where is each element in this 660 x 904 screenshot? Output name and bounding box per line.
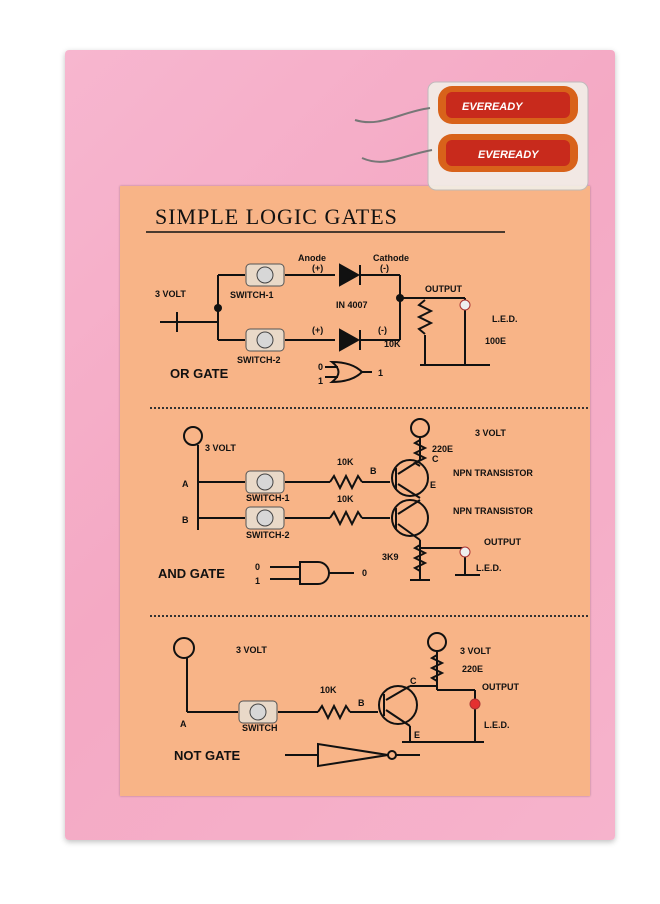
or-minus-top: (-) bbox=[380, 263, 389, 273]
and-voltage-right: 3 VOLT bbox=[475, 428, 506, 438]
or-gate-output: 1 bbox=[378, 368, 383, 378]
battery-brand-top: EVEREADY bbox=[462, 101, 524, 113]
battery-holder: EVEREADY EVEREADY bbox=[354, 81, 589, 191]
not-gate-label: NOT GATE bbox=[174, 748, 241, 763]
and-input-b: B bbox=[182, 515, 189, 525]
and-input-a: A bbox=[182, 479, 189, 489]
or-gate-switches bbox=[214, 263, 471, 352]
and-switch2: SWITCH-2 bbox=[246, 530, 290, 540]
and-transistor2: NPN TRANSISTOR bbox=[453, 506, 533, 516]
or-anode: Anode bbox=[298, 253, 326, 263]
or-cathode: Cathode bbox=[373, 253, 409, 263]
or-input-bottom: 1 bbox=[318, 376, 323, 386]
and-emitter: E bbox=[430, 480, 436, 490]
or-input-top: 0 bbox=[318, 362, 323, 372]
or-gate-circuit bbox=[160, 263, 490, 366]
or-plus-bottom: (+) bbox=[312, 325, 323, 335]
and-led: L.E.D. bbox=[476, 563, 502, 573]
not-voltage-left: 3 VOLT bbox=[236, 645, 267, 655]
page-title: SIMPLE LOGIC GATES bbox=[155, 204, 398, 229]
and-transistor1: NPN TRANSISTOR bbox=[453, 468, 533, 478]
and-gate-symbol bbox=[270, 561, 354, 585]
not-emitter: E bbox=[414, 730, 420, 740]
not-gate-switch bbox=[238, 698, 481, 724]
and-collector: C bbox=[432, 454, 439, 464]
or-resistor-led: 100E bbox=[485, 336, 506, 346]
battery-brand-bottom: EVEREADY bbox=[478, 149, 540, 161]
or-plus-top: (+) bbox=[312, 263, 323, 273]
or-switch2: SWITCH-2 bbox=[237, 355, 281, 365]
or-gate-symbol bbox=[325, 360, 372, 384]
or-output: OUTPUT bbox=[425, 284, 463, 294]
and-gate-switches bbox=[245, 470, 471, 558]
and-res2: 10K bbox=[337, 494, 354, 504]
not-res-top: 220E bbox=[462, 664, 483, 674]
or-led: L.E.D. bbox=[492, 314, 518, 324]
and-res-bottom: 3K9 bbox=[382, 552, 399, 562]
and-gate-label: AND GATE bbox=[158, 566, 225, 581]
and-switch1: SWITCH-1 bbox=[246, 493, 290, 503]
or-resistor: 10K bbox=[384, 339, 401, 349]
not-led: L.E.D. bbox=[484, 720, 510, 730]
not-res: 10K bbox=[320, 685, 337, 695]
or-switch1: SWITCH-1 bbox=[230, 290, 274, 300]
and-gate-output: 0 bbox=[362, 568, 367, 578]
or-voltage: 3 VOLT bbox=[155, 289, 186, 299]
and-output: OUTPUT bbox=[484, 537, 522, 547]
not-output: OUTPUT bbox=[482, 682, 520, 692]
or-diode: IN 4007 bbox=[336, 300, 368, 310]
and-base: B bbox=[370, 466, 377, 476]
not-collector: C bbox=[410, 676, 417, 686]
and-gate-circuit bbox=[183, 418, 480, 581]
or-gate-label: OR GATE bbox=[170, 366, 229, 381]
and-res1: 10K bbox=[337, 457, 354, 467]
and-res-top: 220E bbox=[432, 444, 453, 454]
not-base: B bbox=[358, 698, 365, 708]
not-voltage-right: 3 VOLT bbox=[460, 646, 491, 656]
or-minus-bottom: (-) bbox=[378, 325, 387, 335]
not-gate-circuit bbox=[173, 632, 484, 743]
not-input-a: A bbox=[180, 719, 187, 729]
not-switch: SWITCH bbox=[242, 723, 278, 733]
not-gate-symbol bbox=[285, 742, 420, 768]
and-input-bottom: 1 bbox=[255, 576, 260, 586]
and-input-top: 0 bbox=[255, 562, 260, 572]
and-voltage-left: 3 VOLT bbox=[205, 443, 236, 453]
